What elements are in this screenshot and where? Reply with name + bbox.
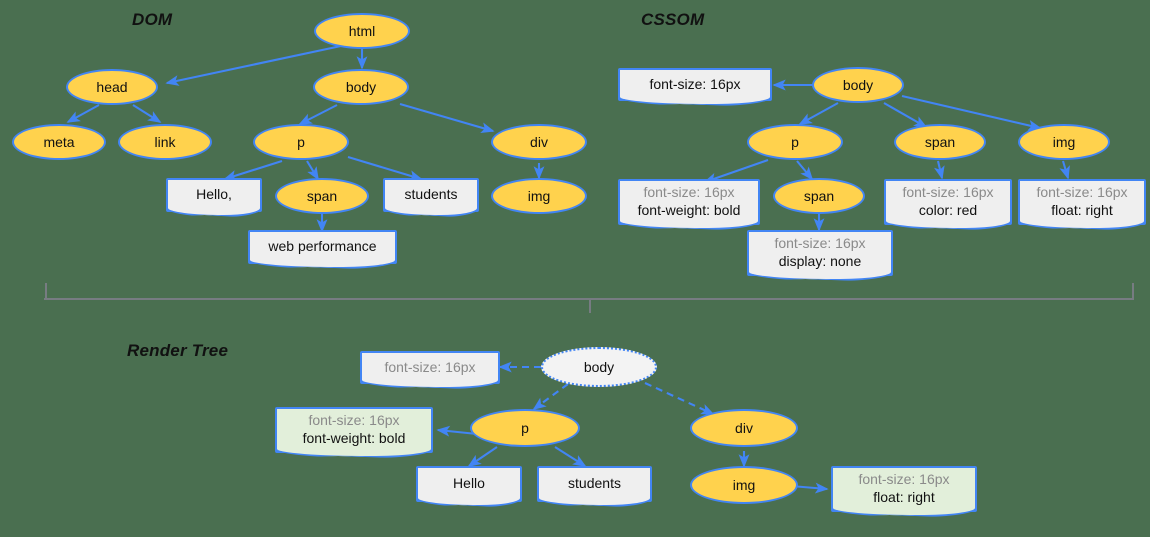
- divider-tick-left: [45, 283, 47, 299]
- cssom-rule-span-inner[interactable]: font-size: 16px display: none: [747, 230, 893, 276]
- render-tree-text-students[interactable]: students: [537, 466, 652, 502]
- render-tree-rule-p-line-1: font-size: 16px: [308, 412, 400, 429]
- edge-head-meta: [66, 104, 100, 123]
- edge-rt-p-hello: [467, 446, 498, 467]
- dom-node-p[interactable]: p: [253, 124, 349, 160]
- dom-node-html[interactable]: html: [314, 13, 410, 49]
- dom-text-students-label: students: [404, 186, 458, 203]
- render-tree-node-body[interactable]: body: [541, 347, 657, 387]
- cssom-rule-p-line-1: font-size: 16px: [643, 184, 735, 201]
- dom-node-div[interactable]: div: [491, 124, 587, 160]
- cssom-section-title: CSSOM: [641, 10, 705, 29]
- cssom-node-p[interactable]: p: [747, 124, 843, 160]
- dom-node-img[interactable]: img: [491, 178, 587, 214]
- edge-cssom-body-p: [798, 102, 839, 125]
- dom-section-title: DOM: [132, 10, 173, 29]
- dom-text-web-performance[interactable]: web performance: [248, 230, 397, 264]
- render-tree-rule-body[interactable]: font-size: 16px: [360, 351, 500, 384]
- render-tree-rule-img[interactable]: font-size: 16px float: right: [831, 466, 977, 512]
- render-tree-node-p[interactable]: p: [470, 409, 580, 447]
- dom-text-students[interactable]: students: [383, 178, 479, 212]
- edge-head-link: [132, 104, 162, 123]
- cssom-rule-span[interactable]: font-size: 16px color: red: [884, 179, 1012, 225]
- dom-node-body[interactable]: body: [313, 69, 409, 105]
- cssom-rule-img-line-1: font-size: 16px: [1036, 184, 1128, 201]
- dom-node-link[interactable]: link: [118, 124, 212, 160]
- render-tree-node-div[interactable]: div: [690, 409, 798, 447]
- edge-html-head: [165, 44, 342, 86]
- cssom-node-img[interactable]: img: [1018, 124, 1110, 160]
- cssom-node-span[interactable]: span: [894, 124, 986, 160]
- cssom-rule-body-line-1: font-size: 16px: [649, 75, 741, 92]
- cssom-rule-body[interactable]: font-size: 16px: [618, 68, 772, 101]
- edge-body-p: [298, 104, 338, 125]
- edge-cssom-p-span1: [796, 160, 814, 181]
- dom-text-hello[interactable]: Hello,: [166, 178, 262, 212]
- cssom-rule-p-line-2: font-weight: bold: [637, 202, 741, 218]
- render-tree-rule-p[interactable]: font-size: 16px font-weight: bold: [275, 407, 433, 453]
- cssom-rule-img-line-2: float: right: [1051, 202, 1113, 218]
- edge-cssom-span2-rule: [933, 160, 945, 180]
- render-tree-section-title: Render Tree: [127, 341, 229, 360]
- edge-p-span: [306, 160, 319, 181]
- render-tree-rule-body-line-1: font-size: 16px: [384, 358, 476, 375]
- edge-cssom-img-rule: [1059, 160, 1070, 180]
- edge-cssom-body-img: [901, 94, 1042, 131]
- dom-node-meta[interactable]: meta: [12, 124, 106, 160]
- cssom-node-span-inner[interactable]: span: [773, 178, 865, 214]
- edge-p-hello: [223, 159, 283, 181]
- render-tree-text-hello-label: Hello: [453, 475, 485, 492]
- edge-body-div: [399, 102, 495, 133]
- render-tree-text-hello[interactable]: Hello: [416, 466, 522, 502]
- render-tree-rule-img-line-2: float: right: [873, 489, 935, 505]
- divider-tick-right: [1132, 283, 1134, 299]
- render-tree-node-img[interactable]: img: [690, 466, 798, 504]
- cssom-rule-span-line-1: font-size: 16px: [902, 184, 994, 201]
- dom-text-web-performance-label: web performance: [268, 238, 377, 255]
- cssom-rule-span-inner-line-1: font-size: 16px: [774, 235, 866, 252]
- edge-rt-p-students: [554, 446, 587, 467]
- dom-node-span[interactable]: span: [275, 178, 369, 214]
- cssom-rule-p[interactable]: font-size: 16px font-weight: bold: [618, 179, 760, 225]
- edge-p-students: [347, 155, 423, 181]
- render-tree-text-students-label: students: [568, 475, 621, 492]
- cssom-rule-span-inner-line-2: display: none: [778, 253, 862, 269]
- dom-node-head[interactable]: head: [66, 69, 158, 105]
- edge-cssom-body-span2: [883, 102, 928, 128]
- dom-text-hello-label: Hello,: [196, 186, 232, 203]
- cssom-node-body[interactable]: body: [812, 67, 904, 103]
- cssom-rule-img[interactable]: font-size: 16px float: right: [1018, 179, 1146, 225]
- render-tree-rule-p-line-2: font-weight: bold: [302, 430, 406, 446]
- divider-tick-center: [589, 298, 591, 313]
- render-tree-rule-img-line-1: font-size: 16px: [858, 471, 950, 488]
- edge-rt-body-div: [644, 382, 715, 415]
- edge-rt-body-p: [532, 383, 569, 410]
- cssom-rule-span-line-2: color: red: [918, 202, 978, 218]
